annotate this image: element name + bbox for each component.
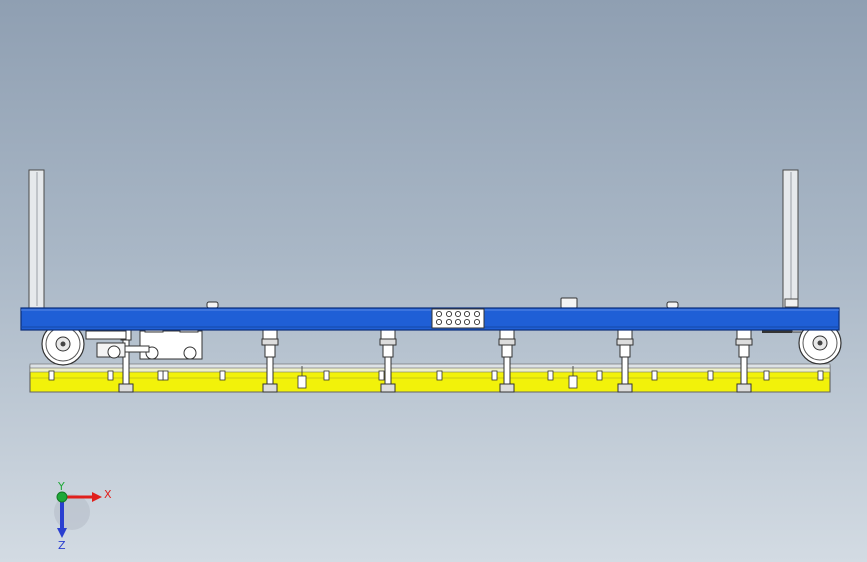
leveling-foot [379,329,397,393]
leveling-foot [498,329,516,393]
rail-center-connectors [297,366,578,389]
leveling-foot [616,329,634,393]
center-bolt-plate [431,308,485,329]
right-upright-post [782,169,799,309]
rail-top-plate [29,363,831,369]
leveling-foot [261,329,279,393]
main-blue-frame [20,307,840,331]
y-axis-label: Y [57,480,65,493]
leveling-foot [735,329,753,393]
coordinate-triad: X Y Z [54,480,112,552]
left-drive-wheel [41,322,85,366]
z-axis-label: Z [58,539,66,552]
rail-clamps [48,370,824,381]
left-bogie-bracket [85,325,203,360]
frame-top-bosses [206,297,679,309]
leveling-feet [118,329,753,393]
left-upright-post [28,169,45,309]
x-axis-label: X [104,488,112,501]
y-axis-dot [56,491,68,503]
